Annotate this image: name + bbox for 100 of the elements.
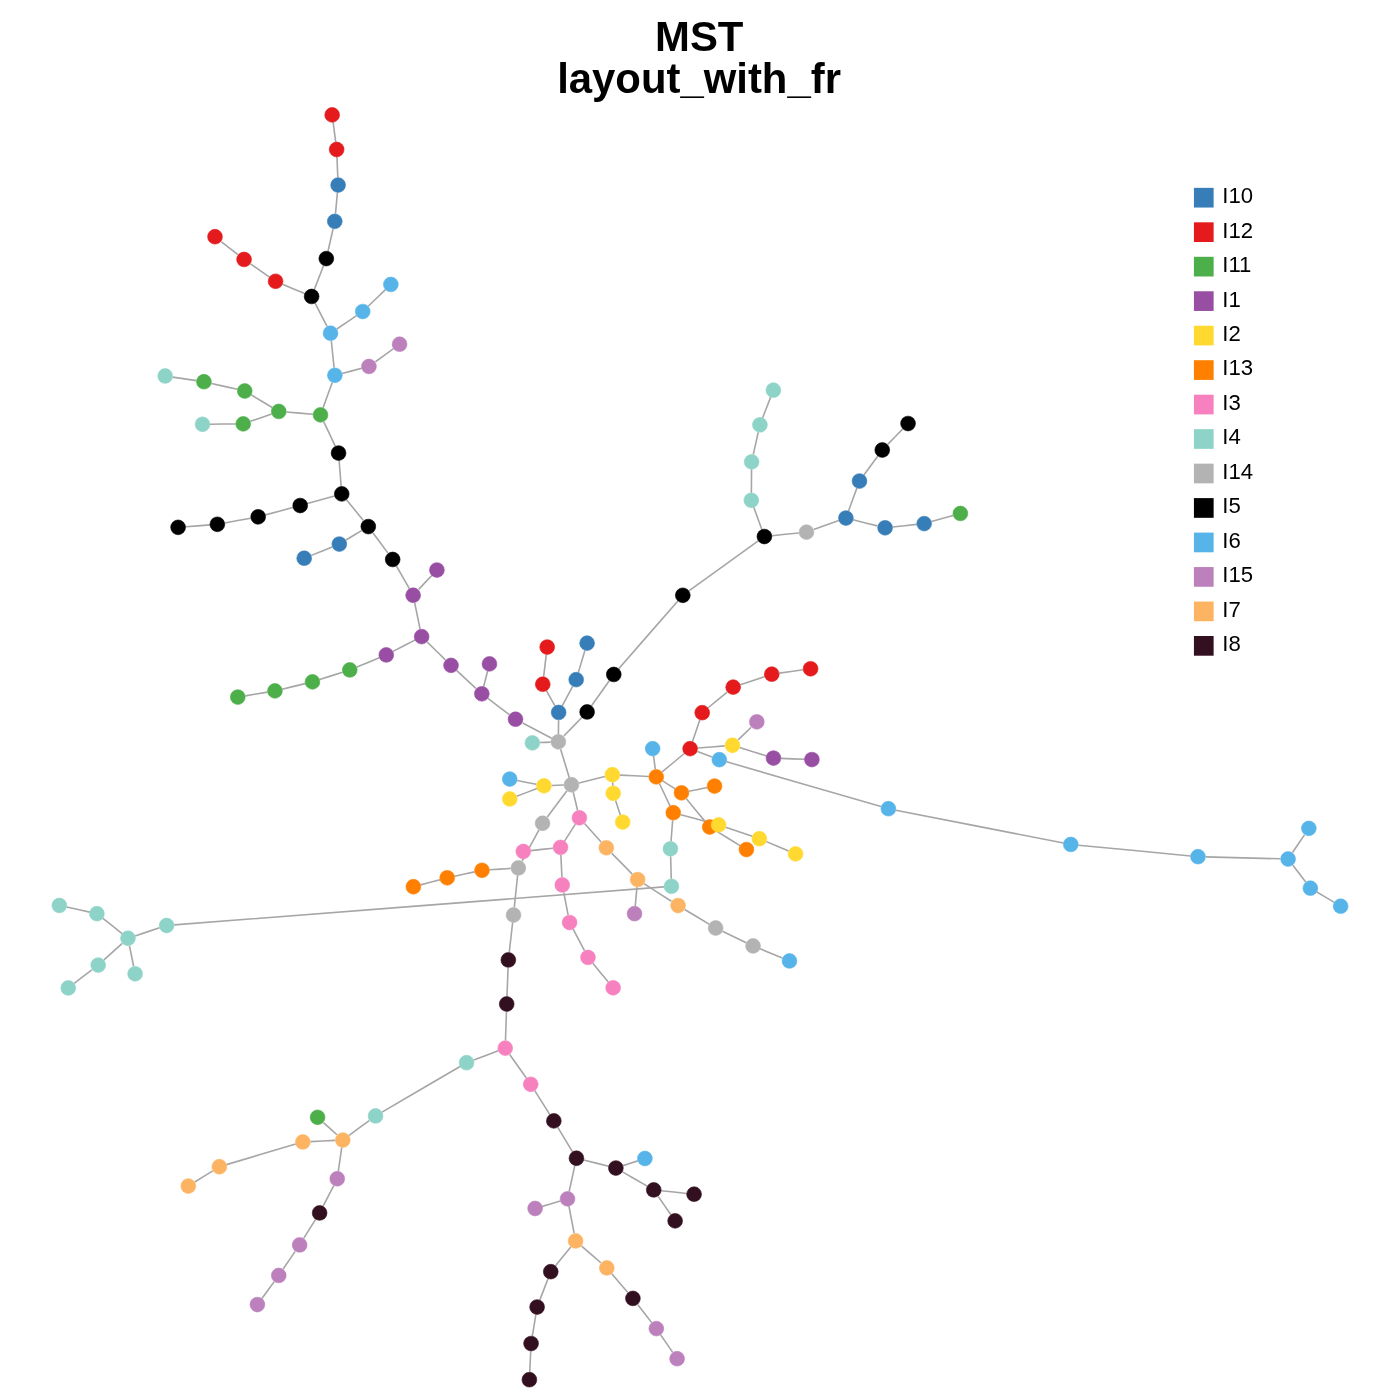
connector [504,1010,508,1041]
connector [487,697,511,715]
node-circle [765,749,782,766]
connector [281,682,307,690]
node-circle [318,250,334,266]
node-circle [481,655,498,672]
connector [1291,833,1306,853]
connector [619,773,650,777]
connector [309,1139,336,1142]
connector [372,531,389,554]
node-circle [170,519,186,535]
node-circle [952,505,969,521]
connector [261,1280,276,1299]
node-circle [568,671,584,687]
connector [224,516,252,524]
connector [508,921,514,953]
node-circle [707,919,724,936]
node-circle [196,373,212,389]
connector [583,822,602,843]
connector [282,1250,296,1270]
node-circle [543,1263,559,1279]
node-circle [311,1204,328,1221]
node-circle [637,1150,653,1166]
connector [244,690,269,697]
connector [761,395,772,419]
node-circle [1302,879,1319,896]
connector [1292,863,1307,883]
connector [65,905,91,913]
node-circle [180,1177,196,1194]
node-circle [235,415,251,432]
connector [688,539,760,591]
node-circle [312,406,329,423]
connector [330,339,335,368]
node-circle [250,508,266,524]
node-circle [745,937,761,954]
node-circle [554,876,570,893]
node-circle [157,367,173,384]
connector [521,828,540,862]
node-circle [743,492,759,508]
legend-label: I8 [1222,630,1241,656]
legend-label: I3 [1222,389,1241,415]
node-circle [877,519,893,535]
connector [513,873,519,908]
node-circle [874,441,890,458]
connector [546,789,568,818]
node-circle [524,734,541,751]
connector [685,797,706,822]
diagram-title: MST layout_with_fr [557,12,841,102]
node-circle [838,509,854,526]
node-circle [756,528,773,544]
connector [285,410,314,415]
node-circle [675,587,691,603]
node-circle [502,790,518,807]
node-circle [605,979,621,995]
connector [508,1053,528,1079]
node-circle [579,703,595,720]
connector [345,529,363,541]
node-circle [724,737,741,753]
node-circle [329,1170,345,1186]
connector [572,790,579,811]
node-circle [765,381,782,398]
node-circle [665,804,681,820]
node-circle [361,358,377,374]
connector [765,840,790,852]
connector [621,1170,649,1187]
connector [341,367,363,374]
connector [128,944,135,967]
connector [249,412,273,422]
connector [780,757,806,760]
node-circle [1190,848,1206,864]
node-circle [194,416,211,432]
connector [356,656,381,668]
node-circle [781,952,798,969]
node-circle [324,106,340,123]
node-circle [648,1320,665,1336]
legend-label: I2 [1222,320,1241,346]
connector [545,689,556,707]
connector [560,853,563,878]
node-circle [322,325,339,341]
connector [614,799,622,816]
node-circle [663,878,680,894]
node-circle [443,657,459,673]
node-circle [571,809,588,825]
node-circle [304,673,321,690]
node-circle [505,906,522,923]
node-circle [295,1133,311,1150]
node-circle [291,1236,308,1253]
connector [249,262,271,278]
node-circle [764,666,780,682]
connector [778,668,804,674]
connector [374,347,395,363]
node-circle [629,871,646,887]
node-circle [331,535,347,552]
node-circle [497,1039,513,1056]
connector [572,927,586,951]
node-circle [303,288,320,304]
node-circle [383,276,399,292]
connector [306,494,336,504]
connector [322,381,334,408]
connector [367,288,387,307]
